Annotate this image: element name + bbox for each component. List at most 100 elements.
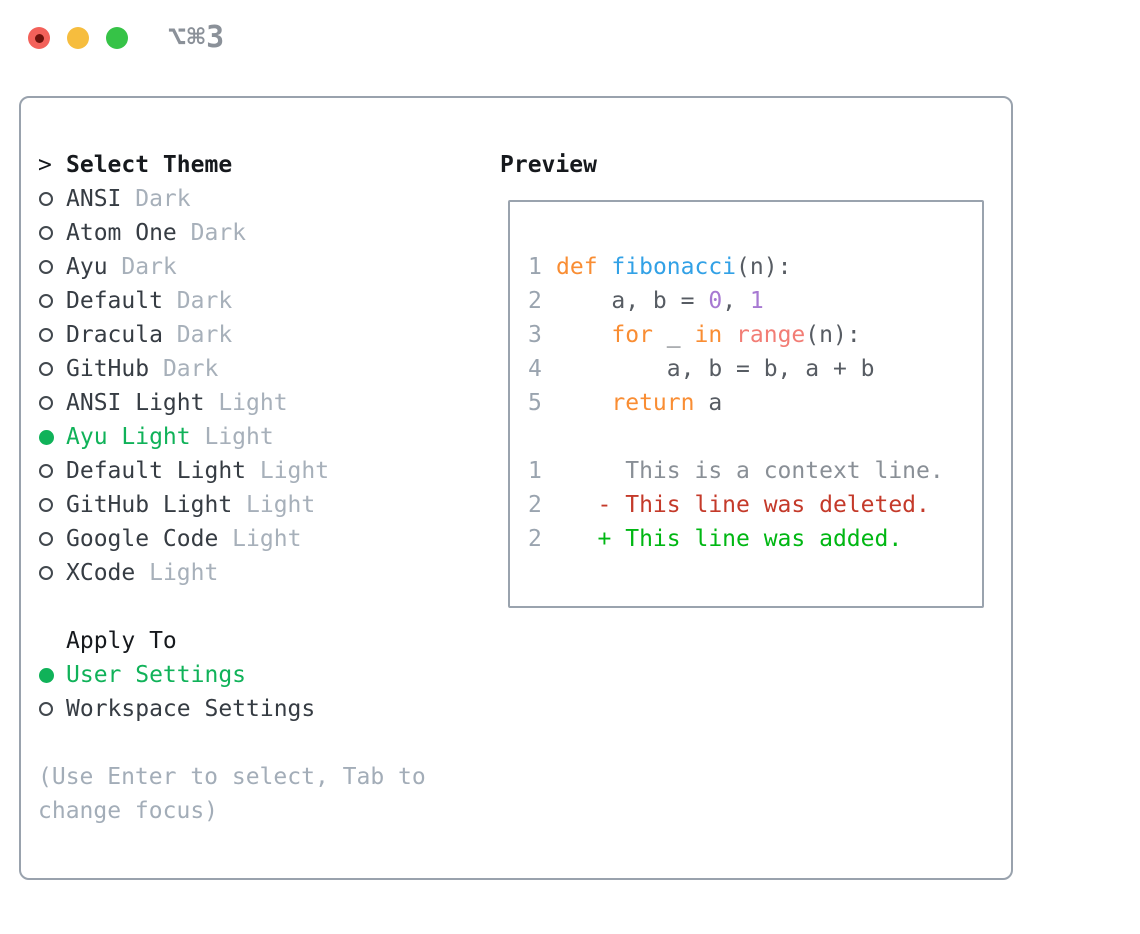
theme-name: Ayu <box>66 254 108 280</box>
theme-variant-tag: Dark <box>162 322 233 348</box>
theme-variant-tag: Light <box>204 390 288 416</box>
theme-name: GitHub <box>66 356 150 382</box>
code-segment: 1 <box>749 288 764 314</box>
radio-unselected-icon <box>39 498 53 512</box>
theme-name: Ayu Light <box>66 424 191 450</box>
code-line-1: 1 def fibonacci(n): <box>528 250 982 284</box>
radio-slot <box>38 226 66 240</box>
apply-option-workspace-settings[interactable]: Workspace Settings <box>38 692 488 726</box>
diff-deleted-text: - This line was deleted. <box>556 492 930 518</box>
apply-to-title: Apply To <box>66 628 177 654</box>
theme-name: GitHub Light <box>66 492 233 518</box>
select-theme-title: Select Theme <box>66 152 233 178</box>
code-line-4: 4 a, b = b, a + b <box>528 352 982 386</box>
theme-option-ansi-dark[interactable]: ANSI Dark <box>38 182 488 216</box>
code-segment: (n): <box>805 322 861 348</box>
code-segment <box>556 318 611 352</box>
theme-option-xcode-light[interactable]: XCode Light <box>38 556 488 590</box>
theme-variant-tag: Dark <box>162 288 233 314</box>
line-number: 2 <box>528 288 542 314</box>
radio-unselected-icon <box>39 362 53 376</box>
theme-option-ayu-light-light[interactable]: Ayu Light Light <box>38 420 488 454</box>
line-number: 4 <box>528 356 542 382</box>
theme-variant-tag: Light <box>135 560 219 586</box>
maximize-button[interactable] <box>106 27 128 49</box>
theme-option-ayu-dark[interactable]: Ayu Dark <box>38 250 488 284</box>
window-title: ⌥⌘3 <box>168 20 226 55</box>
radio-unselected-icon <box>39 260 53 274</box>
theme-name: Atom One <box>66 220 177 246</box>
theme-variant-tag: Dark <box>121 186 191 212</box>
code-segment <box>598 250 612 284</box>
theme-variant-tag: Light <box>190 424 274 450</box>
code-line-5: 5 return a <box>528 386 982 420</box>
theme-variant-tag: Dark <box>107 254 177 280</box>
code-segment: _ <box>652 322 695 348</box>
radio-slot <box>38 566 66 580</box>
theme-variant-tag: Dark <box>149 356 219 382</box>
radio-slot <box>38 702 66 716</box>
radio-unselected-icon <box>39 702 53 716</box>
code-segment: fibonacci <box>611 254 737 280</box>
theme-variant-tag: Light <box>246 458 330 484</box>
theme-name: Default <box>66 288 163 314</box>
apply-option-user-settings[interactable]: User Settings <box>38 658 488 692</box>
radio-slot <box>38 396 66 410</box>
line-number: 1 <box>528 458 542 484</box>
diff-line-added: 2 + This line was added. <box>528 522 982 556</box>
code-segment: range <box>736 322 806 348</box>
radio-slot <box>38 429 66 445</box>
radio-slot <box>38 532 66 546</box>
radio-unselected-icon <box>39 192 53 206</box>
theme-option-atom-one-dark[interactable]: Atom One Dark <box>38 216 488 250</box>
radio-slot <box>38 294 66 308</box>
code-segment: def <box>556 254 598 280</box>
theme-option-google-code-light[interactable]: Google Code Light <box>38 522 488 556</box>
preview-heading: Preview <box>500 152 597 178</box>
radio-slot <box>38 464 66 478</box>
diff-line-deleted: 2 - This line was deleted. <box>528 488 982 522</box>
theme-option-ansi-light-light[interactable]: ANSI Light Light <box>38 386 488 420</box>
prompt-slot: > <box>38 148 66 182</box>
radio-unselected-icon <box>39 566 53 580</box>
theme-name: Dracula <box>66 322 163 348</box>
radio-unselected-icon <box>39 464 53 478</box>
code-segment: for <box>611 322 653 348</box>
radio-unselected-icon <box>39 396 53 410</box>
theme-name: ANSI <box>66 186 122 212</box>
line-number: 1 <box>528 254 542 280</box>
theme-variant-tag: Light <box>232 492 316 518</box>
theme-name: Default Light <box>66 458 247 484</box>
theme-option-dracula-dark[interactable]: Dracula Dark <box>38 318 488 352</box>
code-segment: 0 <box>708 288 723 314</box>
line-number: 2 <box>528 526 542 552</box>
code-segment <box>722 318 736 352</box>
close-button[interactable] <box>28 27 50 49</box>
diff-context-text: This is a context line. <box>556 458 944 484</box>
theme-name: ANSI Light <box>66 390 205 416</box>
code-segment <box>556 386 611 420</box>
minimize-button[interactable] <box>67 27 89 49</box>
theme-option-github-dark[interactable]: GitHub Dark <box>38 352 488 386</box>
radio-slot <box>38 328 66 342</box>
radio-unselected-icon <box>39 226 53 240</box>
line-number: 5 <box>528 390 542 416</box>
apply-to-header: Apply To <box>38 624 488 658</box>
radio-slot <box>38 192 66 206</box>
radio-slot <box>38 260 66 274</box>
diff-line-context: 1 This is a context line. <box>528 454 982 488</box>
code-segment: (n): <box>736 254 792 280</box>
theme-option-github-light-light[interactable]: GitHub Light Light <box>38 488 488 522</box>
edited-indicator-dot <box>34 33 44 43</box>
hint-text-line-2: change focus) <box>38 798 219 824</box>
theme-option-default-dark[interactable]: Default Dark <box>38 284 488 318</box>
radio-unselected-icon <box>39 294 53 308</box>
theme-option-default-light-light[interactable]: Default Light Light <box>38 454 488 488</box>
code-segment: a, b = b, a + b <box>556 356 875 382</box>
hint-text-line-1: (Use Enter to select, Tab to <box>38 764 426 790</box>
